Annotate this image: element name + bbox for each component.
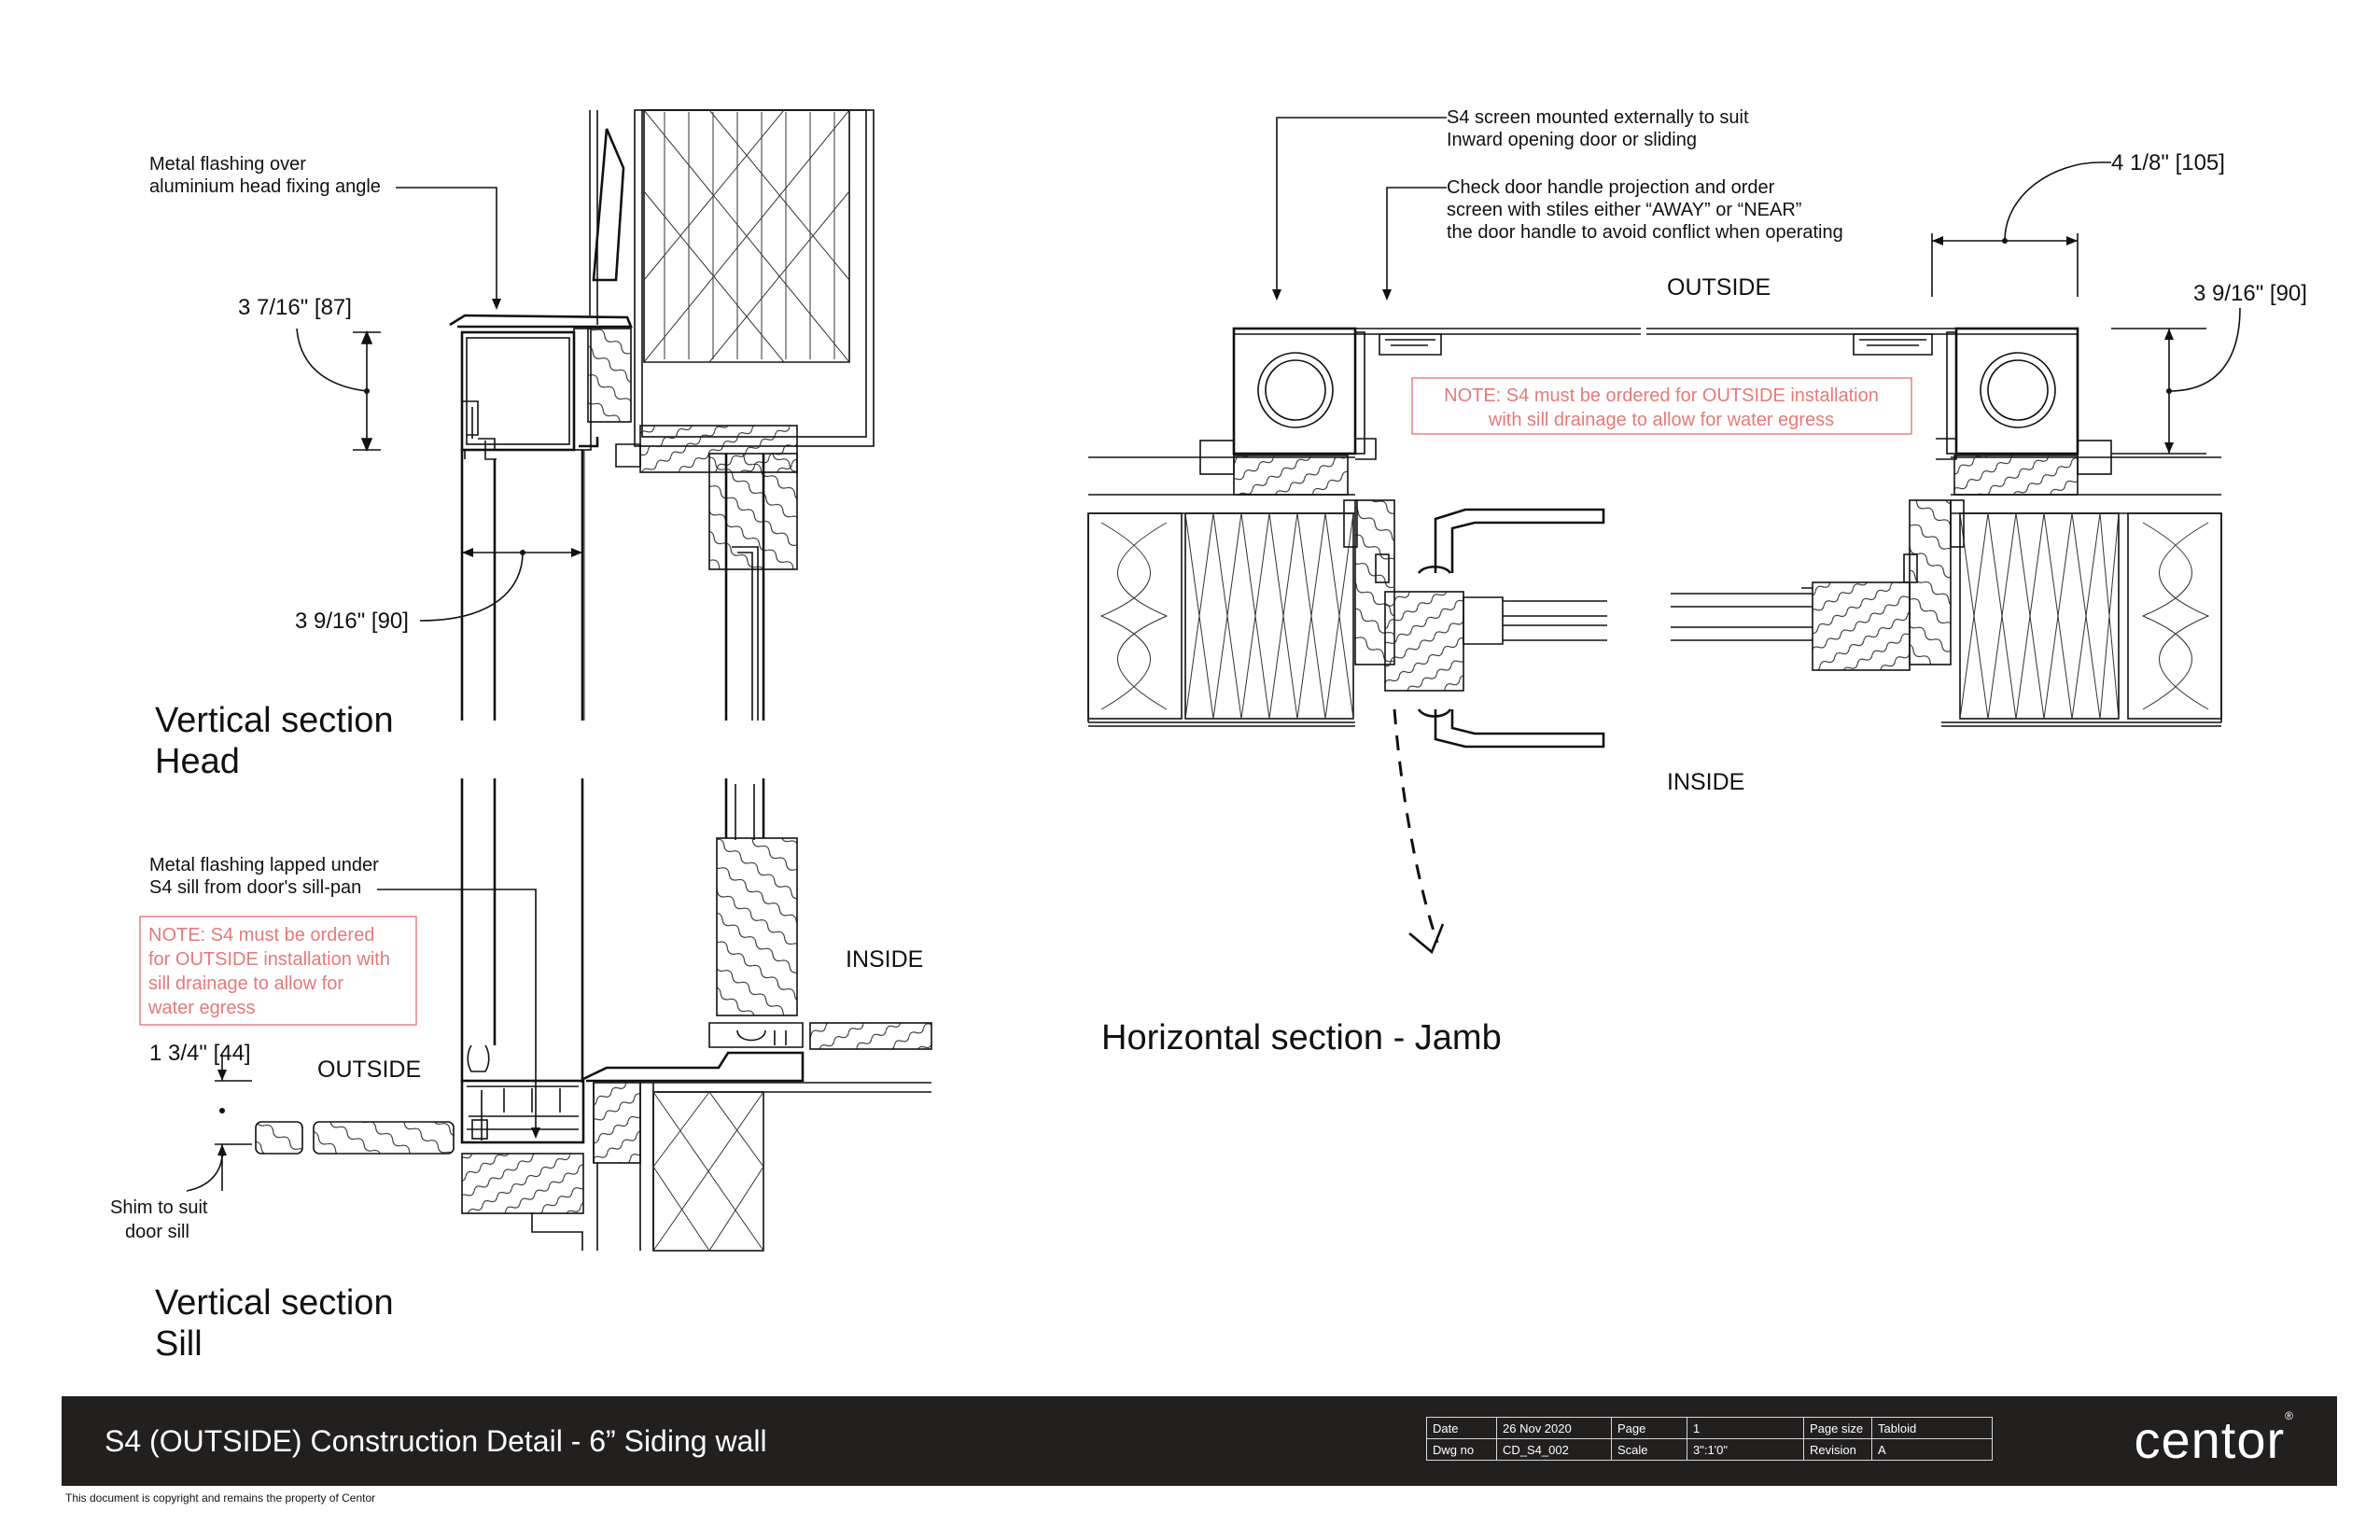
head-section-title-line2: Head	[155, 742, 240, 781]
shim-annotation-line2: door sill	[125, 1222, 189, 1242]
logo-registered-mark: ®	[2285, 1409, 2294, 1422]
page-label: Page	[1611, 1417, 1687, 1439]
revision-value: A	[1871, 1438, 1993, 1461]
sill-inside-label: INSIDE	[846, 946, 923, 973]
handle-annotation-line3: the door handle to avoid conflict when o…	[1447, 222, 1843, 243]
revision-label: Revision	[1803, 1438, 1872, 1461]
head-flashing-annotation-line1: Metal flashing over	[149, 154, 306, 175]
head-section-title-line1: Vertical section	[155, 701, 394, 740]
scale-value: 3":1'0"	[1687, 1438, 1804, 1461]
title-block: S4 (OUTSIDE) Construction Detail - 6” Si…	[62, 1396, 2337, 1486]
centor-logo: centor®	[2135, 1409, 2294, 1470]
page-size-label: Page size	[1803, 1417, 1872, 1439]
sill-flashing-annotation-line2: S4 sill from door's sill-pan	[149, 877, 361, 898]
sill-note-line2: for OUTSIDE installation with	[148, 949, 390, 970]
shim-annotation-line1: Shim to suit	[110, 1197, 208, 1218]
jamb-projection-dimension: 4 1/8" [105]	[2111, 150, 2225, 175]
logo-text: centor	[2134, 1410, 2286, 1469]
sill-section-title-line1: Vertical section	[155, 1283, 394, 1323]
sill-note-line3: sill drainage to allow for	[148, 973, 343, 994]
sill-section-drawing	[139, 778, 932, 1252]
sill-section-title-line2: Sill	[155, 1324, 203, 1364]
date-value: 26 Nov 2020	[1496, 1417, 1612, 1439]
sill-height-dimension: 1 3/4" [44]	[149, 1041, 251, 1066]
page-value: 1	[1687, 1417, 1804, 1439]
jamb-outside-label: OUTSIDE	[1667, 274, 1771, 301]
jamb-depth-dimension: 3 9/16" [90]	[2193, 281, 2307, 306]
jamb-inside-label: INSIDE	[1667, 769, 1744, 795]
jamb-section-title: Horizontal section - Jamb	[1101, 1018, 1502, 1057]
sill-flashing-annotation-line1: Metal flashing lapped under	[149, 855, 379, 875]
dwg-no-label: Dwg no	[1426, 1438, 1497, 1461]
handle-annotation-line1: Check door handle projection and order	[1447, 177, 1775, 198]
screen-mount-annotation-line1: S4 screen mounted externally to suit	[1447, 107, 1749, 128]
date-label: Date	[1426, 1417, 1497, 1439]
sill-outside-label: OUTSIDE	[317, 1057, 421, 1083]
scale-label: Scale	[1611, 1438, 1687, 1461]
jamb-section-drawing	[1087, 117, 2241, 955]
page-size-value: Tabloid	[1871, 1417, 1993, 1439]
head-section-drawing	[296, 109, 875, 721]
drawing-title: S4 (OUTSIDE) Construction Detail - 6” Si…	[105, 1424, 767, 1458]
head-width-dimension: 3 9/16" [90]	[295, 609, 409, 634]
handle-annotation-line2: screen with stiles either “AWAY” or “NEA…	[1447, 200, 1801, 220]
dwg-no-value: CD_S4_002	[1496, 1438, 1612, 1461]
screen-mount-annotation-line2: Inward opening door or sliding	[1447, 130, 1697, 150]
jamb-note-line2: with sill drainage to allow for water eg…	[1488, 410, 1834, 430]
sill-note-line1: NOTE: S4 must be ordered	[148, 925, 374, 945]
jamb-note-line1: NOTE: S4 must be ordered for OUTSIDE ins…	[1444, 385, 1879, 406]
head-height-dimension: 3 7/16" [87]	[238, 295, 352, 320]
drawing-info-table: Date 26 Nov 2020 Page 1 Page size Tabloi…	[1426, 1417, 1993, 1461]
head-flashing-annotation-line2: aluminium head fixing angle	[149, 176, 381, 197]
sill-note-line4: water egress	[147, 998, 256, 1018]
copyright-notice: This document is copyright and remains t…	[65, 1491, 376, 1505]
